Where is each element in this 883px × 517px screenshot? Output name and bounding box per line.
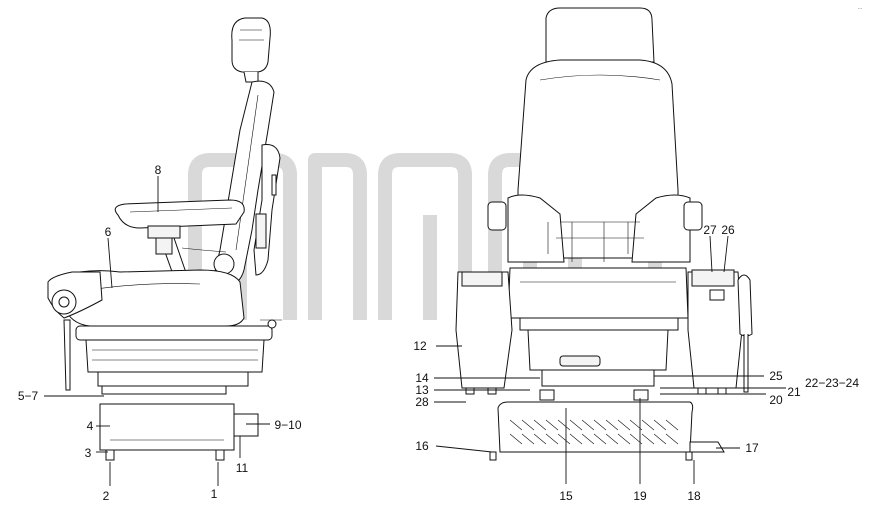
front-view-seat bbox=[455, 7, 753, 461]
callout-27: 27 bbox=[703, 223, 717, 237]
callout-3: 3 bbox=[85, 446, 92, 460]
callout-5-7: 5−7 bbox=[18, 389, 39, 403]
callout-6: 6 bbox=[105, 225, 112, 239]
callout-21: 21 bbox=[787, 385, 801, 399]
callout-16: 16 bbox=[415, 439, 429, 453]
callout-20: 20 bbox=[769, 393, 783, 407]
callout-8: 8 bbox=[155, 163, 162, 177]
callout-17: 17 bbox=[745, 441, 759, 455]
callout-14: 14 bbox=[415, 371, 429, 385]
side-view-seat bbox=[47, 17, 282, 461]
callout-28: 28 bbox=[415, 395, 429, 409]
callout-25: 25 bbox=[769, 369, 783, 383]
callout-22-24: 22−23−24 bbox=[805, 376, 859, 390]
callout-12: 12 bbox=[413, 339, 427, 353]
callout-1: 1 bbox=[211, 487, 218, 501]
callout-11: 11 bbox=[236, 461, 249, 475]
callout-18: 18 bbox=[687, 489, 701, 503]
callout-13: 13 bbox=[415, 383, 429, 397]
callout-2: 2 bbox=[103, 489, 110, 503]
callout-4: 4 bbox=[87, 419, 94, 433]
callout-15: 15 bbox=[559, 489, 573, 503]
corner-mark: ... bbox=[858, 5, 862, 11]
callout-19: 19 bbox=[633, 489, 647, 503]
callout-labels: 1 2 3 4 5−7 6 8 9−10 11 12 13 14 15 16 1… bbox=[18, 163, 860, 503]
leader-lines bbox=[44, 176, 786, 486]
callout-9-10: 9−10 bbox=[274, 418, 301, 432]
callout-26: 26 bbox=[721, 223, 735, 237]
